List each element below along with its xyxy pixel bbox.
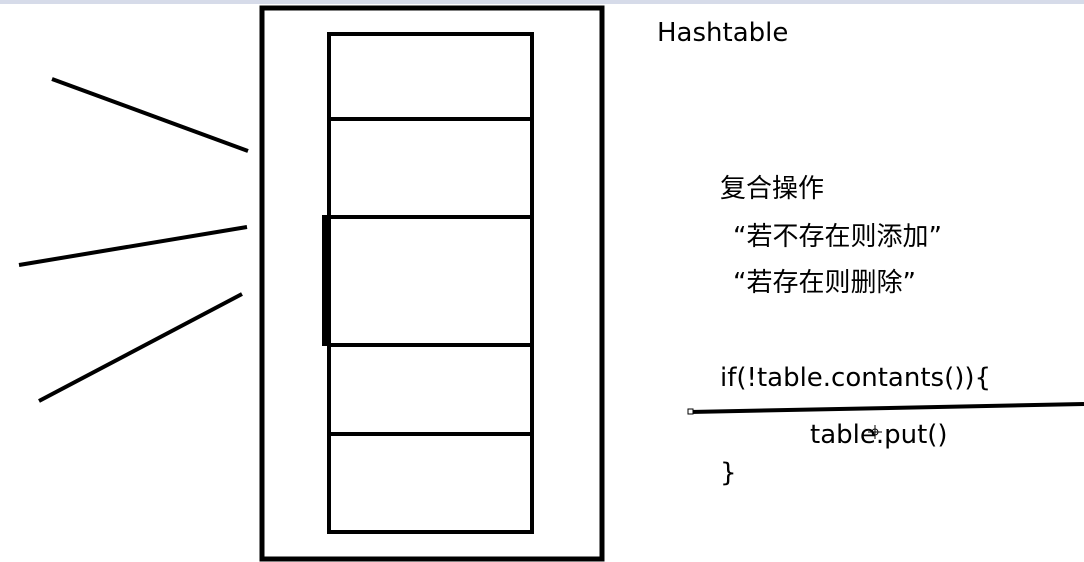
top-window-edge: [0, 0, 1084, 4]
table-slot-4: [327, 343, 534, 436]
table-slot-1: [327, 32, 534, 121]
compound-operation-add-if-absent: “若不存在则添加”: [733, 222, 942, 252]
outer-container-box: [259, 5, 605, 562]
table-slot-5: [327, 432, 534, 534]
compound-operation-heading: 复合操作: [720, 174, 825, 204]
diagram-title: Hashtable: [657, 18, 789, 48]
code-divider-line: [689, 402, 1084, 414]
code-line-close-brace: }: [720, 458, 737, 488]
code-line-put: table.put(): [810, 420, 948, 450]
table-slot-3: [327, 215, 534, 347]
lock-highlight-bar: [322, 215, 330, 346]
divider-start-marker: [687, 408, 694, 415]
thread-line-3: [38, 292, 243, 403]
compound-operation-remove-if-present: “若存在则删除”: [733, 268, 916, 298]
crosshair-cursor-icon: [868, 425, 882, 439]
thread-line-1: [51, 77, 249, 153]
code-line-if: if(!table.contants()){: [720, 363, 992, 393]
table-slot-2: [327, 117, 534, 219]
thread-line-2: [18, 225, 248, 267]
